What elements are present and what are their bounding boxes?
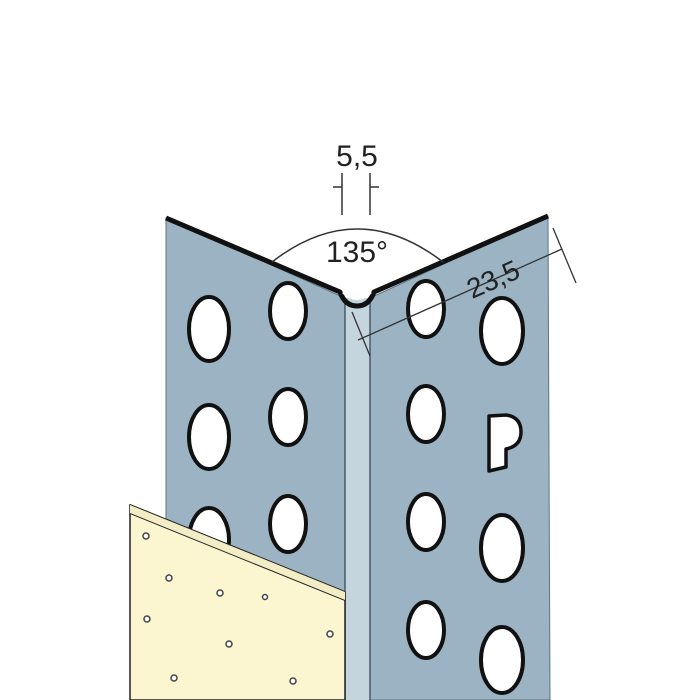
right-flange — [369, 215, 551, 700]
profile-top-edge — [165, 213, 550, 309]
leg-length-dimension — [351, 227, 577, 357]
right-flange-holes — [406, 279, 525, 695]
nose-strip — [344, 298, 371, 700]
nose-width-label: 5,5 — [336, 140, 378, 173]
angle-arc — [271, 228, 444, 263]
plaster-board — [129, 503, 346, 700]
logo-p-icon — [487, 413, 523, 473]
angle-label: 135° — [326, 236, 388, 269]
nose-width-dimension — [333, 173, 379, 215]
